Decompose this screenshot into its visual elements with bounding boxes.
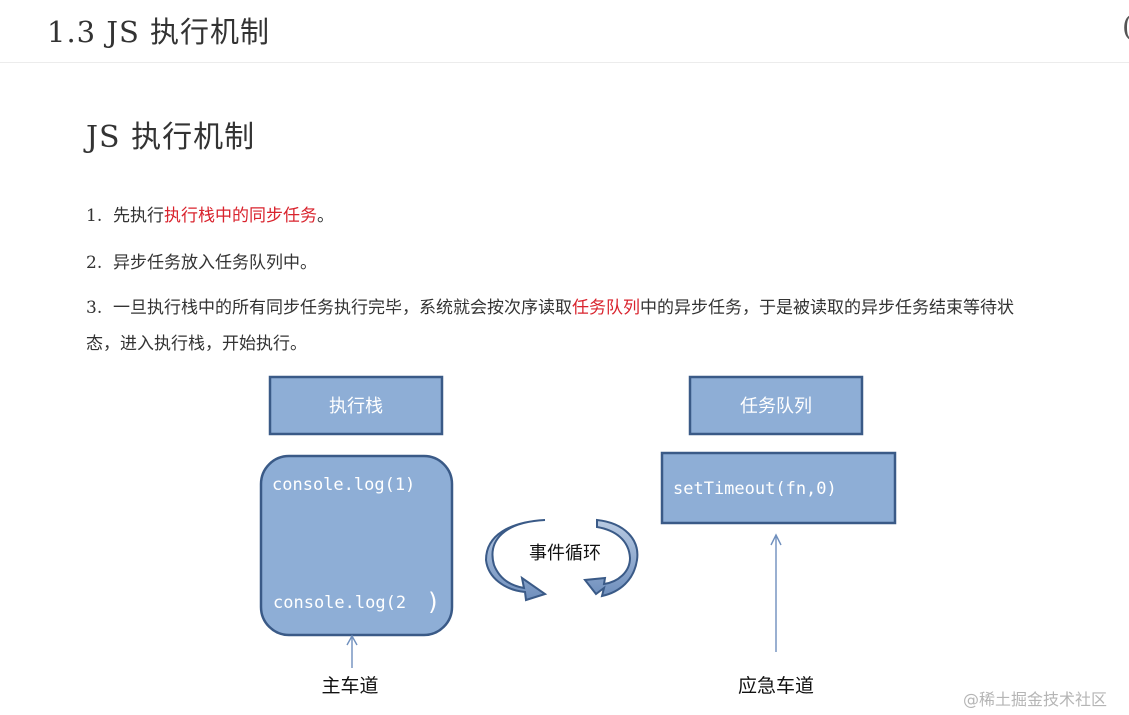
stack-code-2-paren: ) — [426, 588, 440, 616]
main-lane-arrow — [346, 634, 358, 668]
section-title: 1.3 JS 执行机制 — [47, 15, 271, 49]
left-loop-arrow — [484, 519, 548, 602]
truncated-right-glyph: ( — [1122, 10, 1129, 43]
queue-label-box: 任务队列 — [688, 375, 864, 436]
item-highlight: 任务队列 — [572, 298, 641, 318]
stack-label: 执行栈 — [329, 396, 383, 417]
top-bar: 1.3 JS 执行机制 ( — [0, 0, 1129, 63]
stack-code-2: console.log(2 — [273, 593, 406, 613]
item-text-post: 。 — [317, 206, 335, 226]
item-number: 2. — [86, 253, 103, 273]
item-text-pre: 先执行 — [113, 206, 165, 226]
item-text-post: 中的异步任务，于是被读取的异步任务结束等待状态，进入执行栈，开始执行。 — [86, 298, 1015, 354]
queue-code: setTimeout(fn,0) — [673, 479, 837, 499]
item-text-pre: 一旦执行栈中的所有同步任务执行完毕，系统就会按次序读取 — [113, 298, 573, 318]
list-item-1: 1. 先执行执行栈中的同步任务。 — [86, 198, 334, 234]
item-text: 异步任务放入任务队列中。 — [113, 253, 318, 273]
emergency-lane-label: 应急车道 — [738, 675, 814, 697]
stack-label-box: 执行栈 — [268, 375, 444, 436]
list-item-3: 3. 一旦执行栈中的所有同步任务执行完毕，系统就会按次序读取任务队列中的异步任务… — [86, 290, 1046, 362]
item-highlight: 执行栈中的同步任务 — [164, 206, 318, 226]
task-queue-box: setTimeout(fn,0) — [660, 451, 897, 525]
item-number: 1. — [86, 206, 103, 226]
list-item-2: 2. 异步任务放入任务队列中。 — [86, 245, 317, 281]
main-lane-label: 主车道 — [321, 675, 378, 697]
event-loop-arrows: 事件循环 — [484, 518, 639, 602]
watermark: @稀土掘金技术社区 — [963, 690, 1108, 709]
event-loop-label: 事件循环 — [529, 543, 601, 564]
article-heading: JS 执行机制 — [86, 120, 256, 155]
right-loop-arrow — [583, 518, 639, 598]
call-stack-box: console.log(1) console.log(2 ) — [259, 454, 454, 637]
emergency-lane-arrow — [770, 533, 782, 652]
stack-code-1: console.log(1) — [272, 475, 415, 495]
item-number: 3. — [86, 298, 103, 318]
queue-label: 任务队列 — [740, 396, 812, 417]
